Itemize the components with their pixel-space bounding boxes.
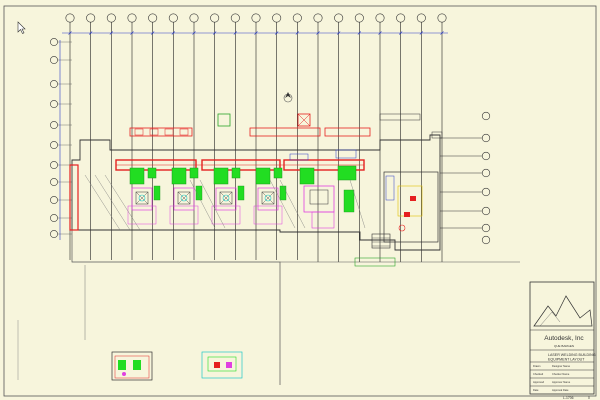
dimension-tick bbox=[171, 31, 176, 35]
dimension-tick bbox=[150, 31, 155, 35]
dimension-tick bbox=[357, 31, 362, 35]
grid-column-bubble bbox=[334, 13, 344, 23]
weld-cell-large bbox=[289, 149, 357, 229]
lower-left-equipment-pad bbox=[111, 351, 153, 381]
grid-row-bubble-right bbox=[481, 111, 491, 121]
grid-column-bubble bbox=[313, 13, 323, 23]
grid-row-bubble bbox=[50, 56, 58, 64]
title-block: Autodesk, Inc QUE BARGEN LASER WELDING B… bbox=[529, 281, 596, 400]
grid-row-bubble bbox=[50, 196, 58, 204]
grid-row-bubble bbox=[50, 80, 58, 88]
grid-row-bubble bbox=[50, 178, 58, 186]
building-outline bbox=[71, 134, 441, 251]
tb-label-date: Date bbox=[533, 388, 539, 392]
grid-row-bubble-right bbox=[481, 187, 491, 197]
grid-column-bubble bbox=[210, 13, 220, 23]
grid-row-bubble bbox=[50, 214, 58, 222]
grid-column-bubble bbox=[354, 13, 364, 23]
dimension-tick bbox=[336, 31, 341, 35]
drawing-border bbox=[3, 5, 597, 397]
dimension-tick bbox=[295, 31, 300, 35]
tb-value-approved: Approver Name bbox=[552, 380, 571, 384]
grid-row-bubble bbox=[50, 121, 58, 129]
weld-cell bbox=[127, 167, 161, 225]
right-grid-annotation-lines bbox=[440, 137, 482, 229]
lower-middle-equipment-pad bbox=[201, 351, 243, 379]
dimension-tick bbox=[88, 31, 93, 35]
grid-row-bubble-right bbox=[481, 235, 491, 245]
dimension-tick bbox=[68, 31, 72, 35]
dimension-tick bbox=[378, 31, 382, 35]
grid-column-lines bbox=[65, 13, 447, 262]
grid-row-bubble-right bbox=[481, 223, 491, 233]
grid-column-bubble bbox=[396, 13, 406, 23]
tb-value-drawn: Designer Name bbox=[552, 364, 571, 368]
grid-row-bubble bbox=[50, 161, 58, 169]
tb-label-checked: Checked bbox=[533, 372, 544, 376]
grid-column-bubble bbox=[272, 13, 282, 23]
building-lower-extension bbox=[71, 230, 281, 385]
dimension-tick bbox=[440, 31, 444, 35]
grid-column-bubble bbox=[168, 13, 178, 23]
dimension-tick bbox=[254, 31, 258, 35]
tb-label-approved: Approved bbox=[533, 380, 545, 384]
grid-row-bubbles-left bbox=[50, 38, 72, 238]
dimension-tick bbox=[398, 31, 403, 35]
grid-column-bubble bbox=[437, 13, 447, 23]
grid-column-bubble bbox=[148, 13, 158, 23]
dimension-tick bbox=[212, 31, 217, 35]
dimension-tick bbox=[130, 31, 134, 35]
north-arrow-icon bbox=[283, 92, 293, 103]
autodesk-mountain-logo-icon bbox=[533, 295, 593, 327]
floor-hatching bbox=[84, 174, 366, 231]
grid-row-bubble-right bbox=[481, 168, 491, 178]
top-dimension-ticks bbox=[68, 31, 444, 35]
revision-number: 0 bbox=[588, 396, 590, 400]
dimension-tick bbox=[233, 31, 238, 35]
grid-column-bubble bbox=[127, 13, 137, 23]
upper-equipment-strip bbox=[129, 113, 371, 137]
company-name: Autodesk, Inc bbox=[544, 335, 584, 342]
grid-column-bubble bbox=[189, 13, 199, 23]
grid-column-bubble bbox=[106, 13, 116, 23]
tb-label-drawn: Drawn bbox=[533, 364, 541, 368]
drawing-title-line2: EQUIPMENT LAYOUT bbox=[548, 358, 585, 362]
dimension-tick bbox=[419, 31, 424, 35]
grid-row-bubble-right bbox=[481, 151, 491, 161]
grid-column-bubble bbox=[292, 13, 302, 23]
grid-row-bubble bbox=[50, 38, 58, 46]
pointer-arrow-icon bbox=[17, 21, 26, 34]
dimension-tick bbox=[109, 31, 114, 35]
tb-value-date: Approval Date bbox=[552, 388, 569, 392]
grid-row-bubbles-right bbox=[481, 111, 491, 245]
sheet-number: L-1706 bbox=[563, 396, 574, 400]
weld-cell bbox=[211, 167, 245, 225]
grid-column-bubble bbox=[416, 13, 426, 23]
grid-column-bubble bbox=[65, 13, 75, 23]
grid-row-bubble bbox=[50, 230, 58, 238]
right-equipment-room bbox=[354, 113, 443, 267]
dimension-tick bbox=[192, 31, 196, 35]
tb-value-checked: Checker Name bbox=[552, 372, 570, 376]
grid-column-bubble bbox=[86, 13, 96, 23]
weld-cell bbox=[169, 167, 203, 225]
grid-row-bubble-right bbox=[481, 206, 491, 216]
drawing-title-line1: LASER WELDING BUILDING bbox=[548, 353, 596, 357]
grid-row-bubble-right bbox=[481, 133, 491, 143]
weld-cell bbox=[253, 167, 287, 225]
dimension-tick bbox=[274, 31, 279, 35]
grid-row-bubble bbox=[50, 100, 58, 108]
grid-row-bubble bbox=[50, 141, 58, 149]
grid-column-bubble bbox=[230, 13, 240, 23]
company-subtitle: QUE BARGEN bbox=[554, 344, 574, 348]
grid-column-bubble bbox=[251, 13, 261, 23]
dimension-tick bbox=[316, 31, 320, 35]
green-equipment-units bbox=[127, 149, 357, 229]
grid-column-bubble bbox=[375, 13, 385, 23]
